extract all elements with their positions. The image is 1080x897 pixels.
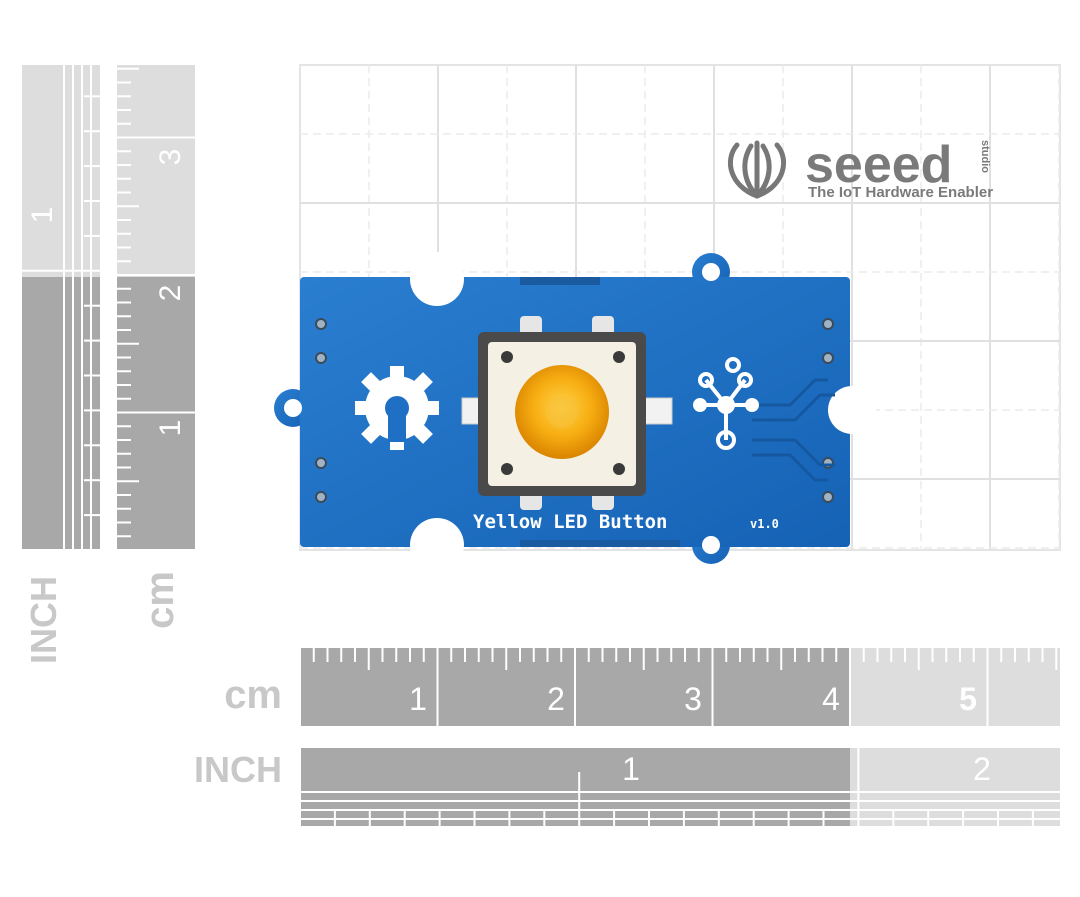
left-inch-number-1: 1	[26, 207, 59, 224]
seeed-studio-text: studio	[979, 140, 991, 173]
seeed-leaf-icon	[727, 140, 787, 199]
bottom-cm-number-3: 3	[684, 681, 702, 717]
left-cm-number-1: 1	[154, 420, 187, 437]
left-cm-label: cm	[138, 571, 182, 629]
seeed-brand-text: seeed	[805, 136, 952, 194]
seeed-logo: seeed studio The IoT Hardware Enabler	[727, 136, 993, 201]
left-cm-number-3: 3	[154, 149, 187, 166]
bottom-cm-ruler: 1 2 3 4 5	[299, 648, 1060, 726]
bottom-mounting-hole	[702, 536, 720, 554]
bottom-inch-number-1: 1	[622, 751, 640, 787]
bottom-inch-number-2: 2	[973, 751, 991, 787]
silkscreen-board-name: Yellow LED Button	[473, 511, 667, 533]
tactile-switch	[461, 316, 673, 510]
left-inch-label: INCH	[23, 576, 64, 664]
left-mounting-hole	[284, 399, 302, 417]
left-inch-ruler: 1	[22, 65, 100, 551]
open-hardware-gear-icon	[355, 366, 439, 450]
left-cm-number-2: 2	[154, 285, 187, 302]
bottom-inch-ruler: 1 2	[299, 748, 1060, 826]
bottom-cm-number-4: 4	[822, 681, 840, 717]
bottom-cm-number-2: 2	[547, 681, 565, 717]
grove-logo-icon	[693, 357, 759, 450]
seeed-tagline: The IoT Hardware Enabler	[808, 184, 993, 201]
top-mounting-hole	[702, 263, 720, 281]
left-cm-ruler: 3 2 1	[117, 65, 195, 551]
bottom-cm-label: cm	[224, 673, 282, 717]
bottom-cm-number-1: 1	[409, 681, 427, 717]
grove-pcb-board: Yellow LED Button v1.0	[274, 252, 876, 572]
bottom-inch-label: INCH	[194, 749, 282, 790]
silkscreen-version: v1.0	[750, 517, 779, 531]
bottom-cm-number-5: 5	[959, 681, 977, 717]
